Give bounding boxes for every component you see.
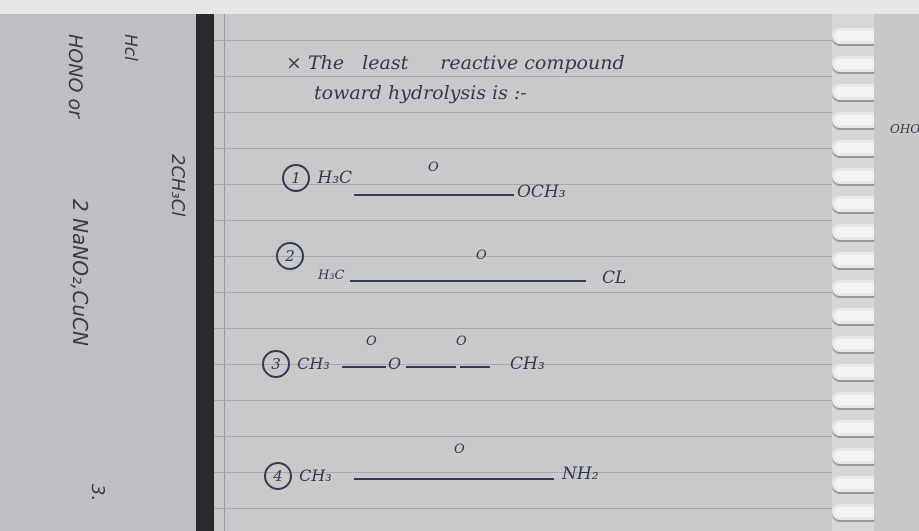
option-3-bond-a bbox=[342, 366, 386, 368]
option-2: 2 bbox=[276, 242, 306, 270]
left-three: 3. bbox=[87, 484, 108, 502]
main-page: × The least reactive compound toward hyd… bbox=[214, 14, 854, 531]
option-4: 4 CH₃ bbox=[264, 462, 332, 490]
option-3-carbonyl-2: O bbox=[456, 334, 467, 349]
option-4-bond bbox=[354, 478, 554, 480]
question-line-1: × The least reactive compound bbox=[286, 52, 625, 74]
right-edge-label: OHO bbox=[890, 122, 919, 136]
option-2-right: CL bbox=[602, 268, 627, 288]
option-1-left: H₃C bbox=[317, 168, 353, 188]
margin-line bbox=[224, 14, 225, 531]
option-2-number: 2 bbox=[276, 242, 304, 270]
option-1-number: 1 bbox=[282, 164, 310, 192]
option-4-right: NH₂ bbox=[562, 464, 599, 484]
right-page-edge: OHO bbox=[874, 14, 919, 531]
option-1: 1 H₃C bbox=[282, 164, 352, 192]
option-3-bond-b bbox=[406, 366, 456, 368]
option-3-number: 3 bbox=[262, 350, 290, 378]
option-3-carbonyl: O bbox=[366, 334, 377, 349]
option-2-bond bbox=[350, 280, 586, 282]
option-1-right: OCH₃ bbox=[517, 182, 566, 202]
option-3: 3 CH₃ bbox=[262, 350, 330, 378]
left-nano2: 2 NaNO₂,CuCN bbox=[68, 199, 92, 346]
option-3-left: CH₃ bbox=[297, 354, 330, 373]
option-2-carbonyl: O bbox=[476, 248, 487, 263]
option-4-left: CH₃ bbox=[299, 466, 332, 485]
left-ch3cl: 2CH₃Cl bbox=[167, 154, 188, 217]
left-page: Hcl HONO or 2 NaNO₂,CuCN 2CH₃Cl 3. bbox=[0, 14, 210, 531]
question-least: least bbox=[362, 52, 409, 74]
option-4-carbonyl: O bbox=[454, 442, 465, 457]
option-4-number: 4 bbox=[264, 462, 292, 490]
option-2-left: H₃C bbox=[318, 268, 345, 283]
question-rest: reactive compound bbox=[440, 52, 625, 74]
option-3-right: CH₃ bbox=[510, 354, 545, 374]
option-3-bond-c bbox=[460, 366, 490, 368]
option-1-carbonyl: O bbox=[428, 160, 439, 175]
option-3-mid: O bbox=[388, 354, 402, 373]
option-1-bond bbox=[354, 194, 514, 196]
left-hcl: Hcl bbox=[120, 34, 140, 61]
left-hono: HONO or bbox=[64, 34, 86, 118]
top-bar bbox=[0, 0, 919, 14]
question-line-2: toward hydrolysis is :- bbox=[314, 82, 527, 104]
question-prefix: × The bbox=[286, 52, 345, 74]
